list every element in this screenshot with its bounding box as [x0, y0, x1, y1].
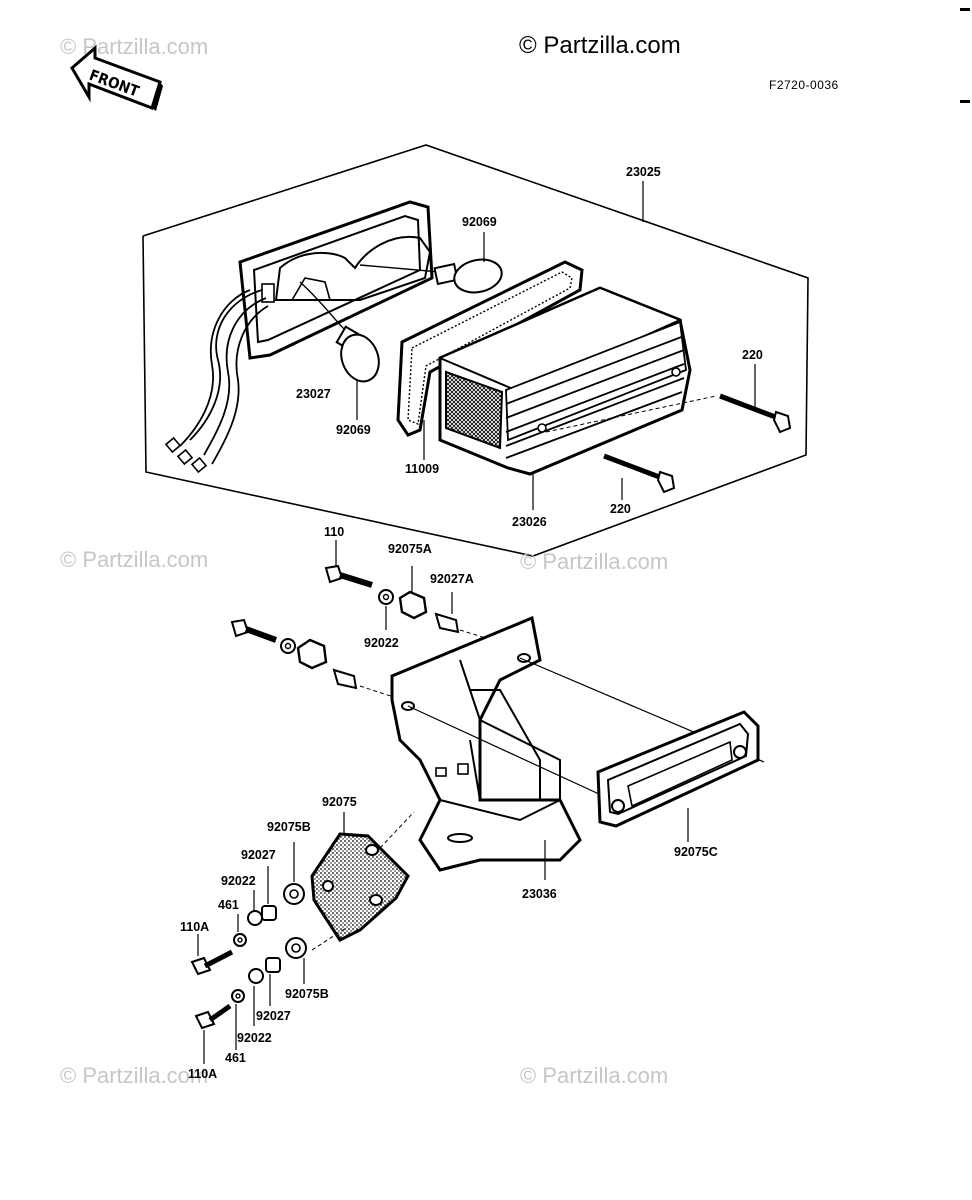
screw-icon [603, 453, 676, 500]
callout-461-bottom: 461 [225, 1051, 246, 1065]
callout-92075: 92075 [322, 795, 357, 809]
bulb-icon [433, 232, 503, 294]
figure-code: F2720-0036 [769, 78, 839, 92]
watermark: © Partzilla.com [60, 1063, 209, 1088]
gasket-11009 [396, 260, 584, 460]
edge-mark [960, 100, 970, 103]
plate-light-frame-92075C [596, 710, 760, 842]
callout-92075B-top: 92075B [267, 820, 311, 834]
watermark: © Partzilla.com [60, 547, 209, 572]
callout-92069-top: 92069 [462, 215, 497, 229]
callout-23027: 23027 [296, 387, 331, 401]
watermark: © Partzilla.com [520, 549, 669, 574]
callout-23036: 23036 [522, 887, 557, 901]
watermark: © Partzilla.com [520, 1063, 669, 1088]
callout-11009: 11009 [405, 462, 440, 476]
callout-92022-bottom: 92022 [237, 1031, 272, 1045]
bolt-stack-left [230, 618, 416, 705]
callout-92075B-bottom: 92075B [285, 987, 329, 1001]
screw-icon [545, 364, 792, 434]
callout-110: 110 [324, 525, 345, 539]
bulb-icon [335, 325, 380, 420]
callout-23025: 23025 [626, 165, 661, 179]
housing-23026 [437, 286, 692, 510]
lens-23027 [238, 200, 441, 360]
bracket-23036 [390, 615, 765, 880]
callout-92022-mid: 92022 [221, 874, 256, 888]
callout-110A-bottom: 110A [188, 1067, 218, 1081]
wire-harness [164, 289, 269, 474]
edge-mark [960, 8, 970, 11]
callout-92027-top: 92027 [241, 848, 276, 862]
callout-92069-bottom: 92069 [336, 423, 371, 437]
copyright-notice: © Partzilla.com [519, 32, 681, 59]
callout-92022-top: 92022 [364, 636, 399, 650]
rubber-pad-92075 [310, 811, 415, 951]
callout-220-lower: 220 [610, 502, 631, 516]
callout-92075C: 92075C [674, 845, 718, 859]
bolt-110-stack [324, 540, 531, 653]
assembly-boundary [142, 144, 809, 557]
callout-23026: 23026 [512, 515, 547, 529]
callout-92075A: 92075A [388, 542, 432, 556]
callout-92027A: 92027A [430, 572, 474, 586]
callout-110A-top: 110A [180, 920, 210, 934]
front-arrow-icon [70, 44, 163, 111]
watermark: © Partzilla.com [60, 34, 209, 59]
hardware-stack-upper [190, 842, 305, 976]
hardware-stack-lower [194, 937, 307, 1064]
callout-461-top: 461 [218, 898, 239, 912]
callout-92027-bottom: 92027 [256, 1009, 291, 1023]
callout-220-upper: 220 [742, 348, 763, 362]
